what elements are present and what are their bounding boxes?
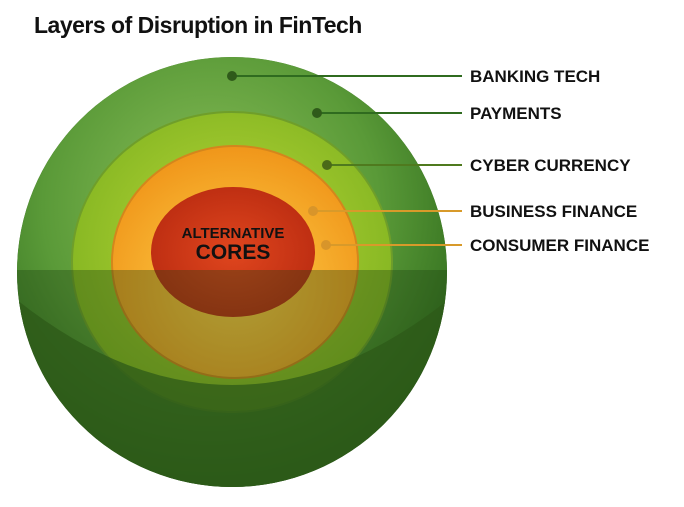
callout-consumer-finance: CONSUMER FINANCE	[321, 236, 649, 255]
label-payments: PAYMENTS	[470, 104, 562, 123]
label-consumer-finance: CONSUMER FINANCE	[470, 236, 649, 255]
callout-banking-tech: BANKING TECH	[227, 67, 600, 86]
sphere-lower-surface	[17, 300, 447, 487]
callout-cyber-currency: CYBER CURRENCY	[322, 156, 631, 175]
label-business-finance: BUSINESS FINANCE	[470, 202, 637, 221]
label-cyber-currency: CYBER CURRENCY	[470, 156, 631, 175]
callout-business-finance: BUSINESS FINANCE	[308, 202, 637, 221]
core-label-line2: CORES	[196, 241, 271, 264]
diagram-title: Layers of Disruption in FinTech	[34, 12, 362, 38]
label-banking-tech: BANKING TECH	[470, 67, 600, 86]
callout-payments: PAYMENTS	[312, 104, 562, 123]
layer-alternative-cores	[151, 187, 315, 317]
core-label-line1: ALTERNATIVE	[182, 225, 285, 242]
